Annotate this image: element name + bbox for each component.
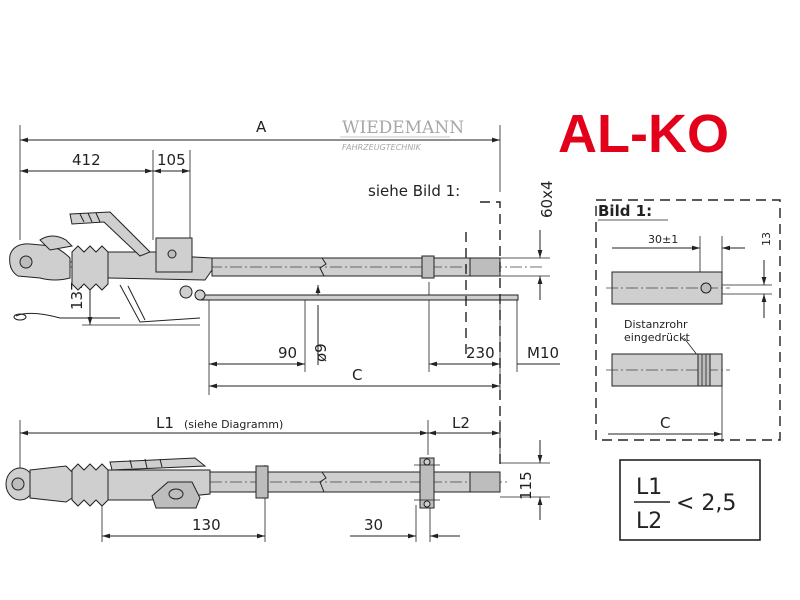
ratio-box: L1 L2 < 2,5 — [619, 459, 761, 541]
wiedemann-watermark: WIEDEMANN FAHRZEUGTECHNIK — [340, 118, 464, 152]
ratio-relation: < 2,5 — [676, 491, 736, 516]
dim-l1-label: L1 — [156, 414, 174, 432]
detail-title: Bild 1: — [598, 202, 652, 220]
bottom-view-drawbar — [5, 457, 510, 509]
detail-bild-1: Bild 1: 30±1 13 Distanzrohr eingedrückt … — [595, 199, 781, 442]
top-view-drawbar — [9, 211, 545, 323]
top-view-dimensions: A 412 105 siehe Bild 1: 60x4 137 90 ø9 C — [19, 118, 560, 395]
see-picture-label: siehe Bild 1: — [368, 182, 460, 200]
dim-105-label: 105 — [157, 151, 186, 169]
alko-logo: AL-KO — [558, 104, 729, 164]
ratio-numerator: L1 — [636, 475, 662, 500]
spacer-label-2: eingedrückt — [624, 331, 690, 344]
dim-230-label: 230 — [466, 344, 495, 362]
dim-115-label: 115 — [517, 471, 535, 500]
dim-l1-note: (siehe Diagramm) — [184, 418, 283, 431]
dim-412-label: 412 — [72, 151, 101, 169]
dim-130-label: 130 — [192, 516, 221, 534]
dim-a-label: A — [256, 118, 267, 136]
detail-dim-30-1: 30±1 — [648, 233, 678, 246]
alko-logo-text: AL-KO — [558, 104, 729, 164]
dim-90-label: 90 — [278, 344, 297, 362]
dim-c-label: C — [352, 366, 362, 384]
spacer-label-1: Distanzrohr — [624, 318, 688, 331]
bottom-view-dimensions: L1 (siehe Diagramm) L2 115 130 30 — [19, 414, 550, 542]
watermark-sub: FAHRZEUGTECHNIK — [342, 143, 422, 152]
dim-l2-label: L2 — [452, 414, 470, 432]
detail-dim-c: C — [660, 414, 670, 432]
dim-60x4-label: 60x4 — [538, 180, 556, 218]
dim-30-label: 30 — [364, 516, 383, 534]
detail-dim-13: 13 — [760, 232, 773, 246]
reference-frame-top — [465, 201, 501, 470]
watermark-main: WIEDEMANN — [342, 118, 464, 138]
dim-137-label: 137 — [68, 281, 86, 310]
ratio-denominator: L2 — [636, 509, 662, 534]
dim-phi9-label: ø9 — [312, 343, 330, 362]
dim-m10-label: M10 — [527, 344, 559, 362]
